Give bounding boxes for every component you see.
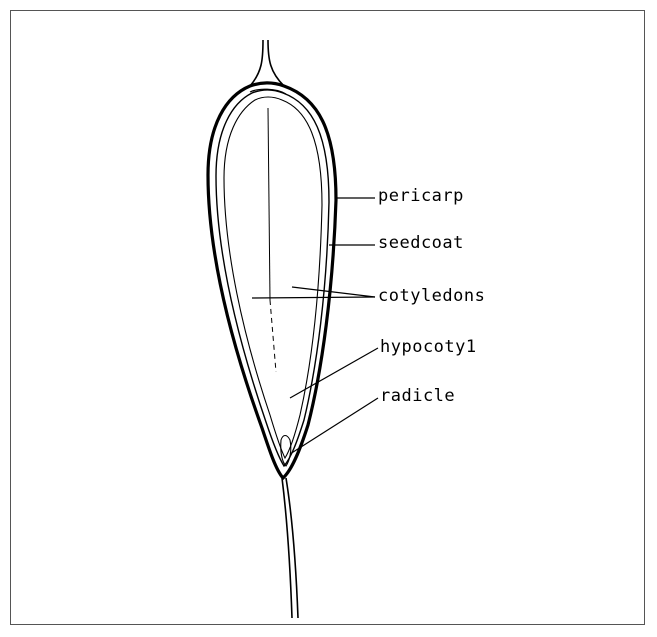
leader-cotyledons-1 bbox=[292, 287, 375, 297]
label-radicle: radicle bbox=[380, 386, 455, 406]
center-line bbox=[268, 108, 270, 300]
center-dashed bbox=[270, 300, 276, 372]
leader-hypocotyl bbox=[290, 348, 378, 398]
leader-radicle bbox=[290, 398, 378, 454]
label-cotyledons: cotyledons bbox=[378, 286, 485, 306]
label-hypocotyl: hypocoty1 bbox=[380, 337, 477, 357]
bottom-stalk bbox=[282, 478, 298, 618]
label-seedcoat: seedcoat bbox=[378, 233, 464, 253]
leader-lines bbox=[252, 198, 378, 454]
label-pericarp: pericarp bbox=[378, 186, 464, 206]
top-stalk bbox=[250, 40, 284, 86]
